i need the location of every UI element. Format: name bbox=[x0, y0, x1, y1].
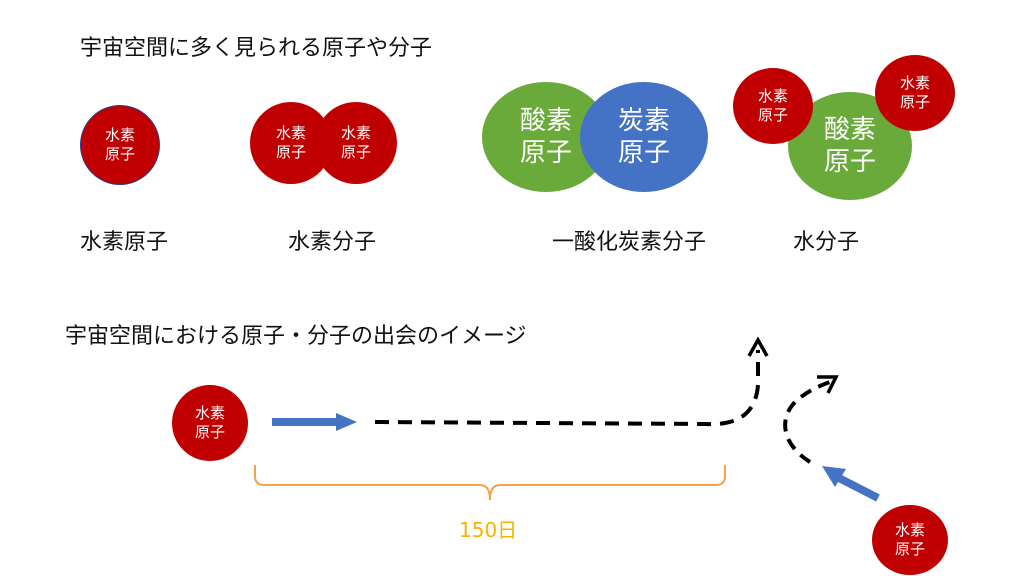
atom-label: 水素 原子 bbox=[340, 124, 371, 161]
blue-arrow-up-left bbox=[822, 466, 880, 502]
atom-label: 水素 原子 bbox=[104, 126, 135, 163]
hydrogen-atom-left: 水素 原子 bbox=[172, 385, 248, 461]
caption-carbon-monoxide: 一酸化炭素分子 bbox=[552, 230, 707, 255]
hydrogen-atom: 水素 原子 bbox=[733, 68, 813, 144]
dashed-trajectory-right bbox=[783, 380, 831, 464]
atom-label: 水素 原子 bbox=[894, 521, 925, 558]
atom-label: 酸素 原子 bbox=[519, 105, 572, 169]
caption-hydrogen-molecule: 水素分子 bbox=[288, 230, 377, 255]
carbon-atom: 炭素 原子 bbox=[580, 82, 708, 192]
caption-water: 水分子 bbox=[793, 230, 860, 255]
hydrogen-atom: 水素 原子 bbox=[875, 55, 955, 131]
atom-label: 酸素 原子 bbox=[823, 114, 876, 178]
section1-title: 宇宙空間に多く見られる原子や分子 bbox=[80, 36, 433, 61]
atom-label: 水素 原子 bbox=[757, 87, 788, 124]
arrowhead-up-icon bbox=[747, 336, 769, 357]
hydrogen-atom-right: 水素 原子 bbox=[872, 505, 948, 575]
atom-label: 水素 原子 bbox=[275, 124, 306, 161]
atom-label: 水素 原子 bbox=[899, 74, 930, 111]
arrowhead-right-icon bbox=[817, 375, 839, 394]
caption-hydrogen-atom: 水素原子 bbox=[80, 230, 169, 255]
interval-label: 150日 bbox=[459, 518, 518, 542]
atom-label: 水素 原子 bbox=[194, 404, 225, 441]
hydrogen-atom: 水素 原子 bbox=[80, 105, 160, 185]
dashed-trajectory-left bbox=[374, 350, 760, 427]
interval-bracket bbox=[254, 465, 726, 501]
section2-title: 宇宙空間における原子・分子の出会のイメージ bbox=[65, 324, 527, 349]
hydrogen-atom: 水素 原子 bbox=[315, 102, 397, 184]
blue-arrow-right bbox=[272, 413, 357, 431]
atom-label: 炭素 原子 bbox=[617, 105, 670, 169]
